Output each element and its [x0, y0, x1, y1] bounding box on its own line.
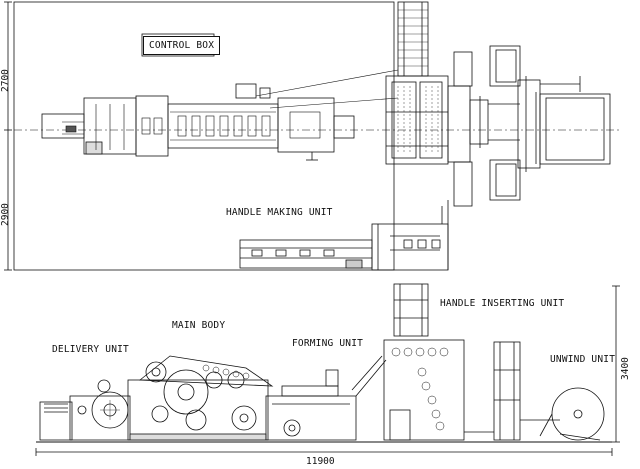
handle-making-unit-label: HANDLE MAKING UNIT	[226, 207, 333, 218]
handle-making-unit-plan	[41, 83, 355, 161]
delivery-unit-label: DELIVERY UNIT	[52, 344, 129, 355]
dimension-11900: 11900	[306, 456, 335, 467]
elevation-view	[35, 283, 620, 456]
handle-inserting-unit-elevation	[383, 283, 465, 441]
handle-conveyor-plan	[397, 1, 429, 77]
main-body-label: MAIN BODY	[172, 320, 226, 331]
control-area-frame	[13, 1, 395, 271]
unwind-unit-elevation	[464, 341, 605, 441]
handle-inserting-unit-label: HANDLE INSERTING UNIT	[440, 298, 565, 309]
dimension-2700: 2700	[0, 69, 11, 92]
plan-view	[4, 1, 620, 271]
handle-feed-conveyor-plan	[239, 200, 449, 271]
control-box-label: CONTROL BOX	[143, 36, 221, 55]
dimension-3400: 3400	[620, 357, 631, 380]
handle-inserting-unit-plan	[385, 51, 520, 207]
forming-unit-elevation	[265, 355, 387, 441]
dimension-2900: 2900	[0, 203, 11, 226]
forming-unit-label: FORMING UNIT	[292, 338, 364, 349]
unwind-unit-label: UNWIND UNIT	[550, 354, 616, 365]
delivery-unit-elevation	[39, 379, 131, 441]
main-body-elevation	[127, 355, 274, 441]
unwind-unit-plan	[489, 45, 611, 201]
